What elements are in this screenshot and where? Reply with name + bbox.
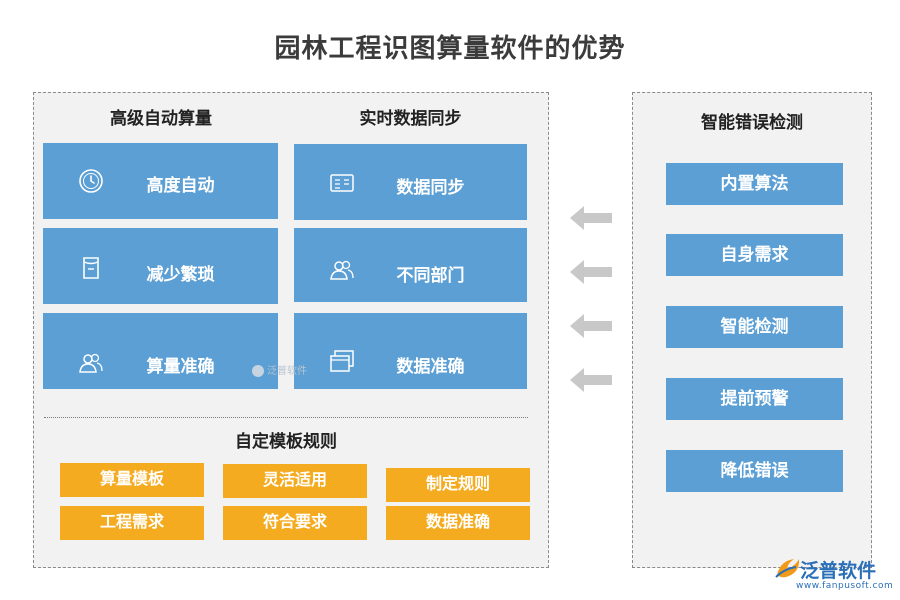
arrow-left-icon: [570, 314, 612, 338]
item-reduce-errors: 降低错误: [666, 450, 843, 492]
brand-url: www.fanpusoft.com: [796, 581, 894, 591]
tile-reduce-tedium: 减少繁琐: [43, 228, 278, 304]
people-icon: [77, 349, 105, 377]
watermark: 泛普软件: [252, 362, 307, 377]
arrow-left-icon: [570, 368, 612, 392]
error-detection-title: 智能错误检测: [701, 113, 803, 133]
item-own-needs: 自身需求: [666, 234, 843, 276]
page-title: 园林工程识图算量软件的优势: [274, 34, 626, 64]
arrow-left-icon: [570, 206, 612, 230]
arrow-left-icon: [570, 260, 612, 284]
template-rules-title: 自定模板规则: [235, 432, 337, 452]
tile-label: 不同部门: [396, 266, 465, 286]
tile-data-accurate: 数据准确: [294, 313, 527, 389]
auto-calc-title: 高级自动算量: [110, 109, 212, 129]
list-card-icon: [328, 169, 356, 197]
tile-label: 算量准确: [146, 357, 215, 377]
item-smart-detection: 智能检测: [666, 306, 843, 348]
tile-data-sync: 数据同步: [294, 144, 527, 220]
chip-data-accurate: 数据准确: [386, 506, 530, 540]
item-builtin-algorithm: 内置算法: [666, 163, 843, 205]
divider: [44, 417, 528, 418]
chip-make-rules: 制定规则: [386, 468, 530, 502]
clock-icon: [77, 167, 105, 195]
tile-accurate-calc: 算量准确: [43, 313, 278, 389]
people-icon: [328, 256, 356, 284]
tile-label: 数据同步: [396, 178, 465, 198]
tile-label: 减少繁琐: [146, 265, 215, 285]
chip-flexible: 灵活适用: [223, 464, 367, 498]
tile-high-auto: 高度自动: [43, 143, 278, 219]
watermark-logo-icon: [252, 365, 264, 377]
brand-name: 泛普软件: [800, 560, 877, 582]
chip-project-needs: 工程需求: [60, 506, 204, 540]
tile-label: 数据准确: [396, 357, 465, 377]
sync-title: 实时数据同步: [359, 109, 462, 129]
windows-icon: [328, 347, 356, 375]
tile-label: 高度自动: [146, 176, 215, 196]
tile-departments: 不同部门: [294, 228, 527, 302]
brand-logo-icon: [775, 559, 800, 578]
chip-meets-requirements: 符合要求: [223, 506, 367, 540]
item-early-warning: 提前预警: [666, 378, 843, 420]
brand-logo: 泛普软件 www.fanpusoft.com: [774, 555, 894, 595]
chip-calc-template: 算量模板: [60, 463, 204, 497]
document-icon: [77, 254, 105, 282]
